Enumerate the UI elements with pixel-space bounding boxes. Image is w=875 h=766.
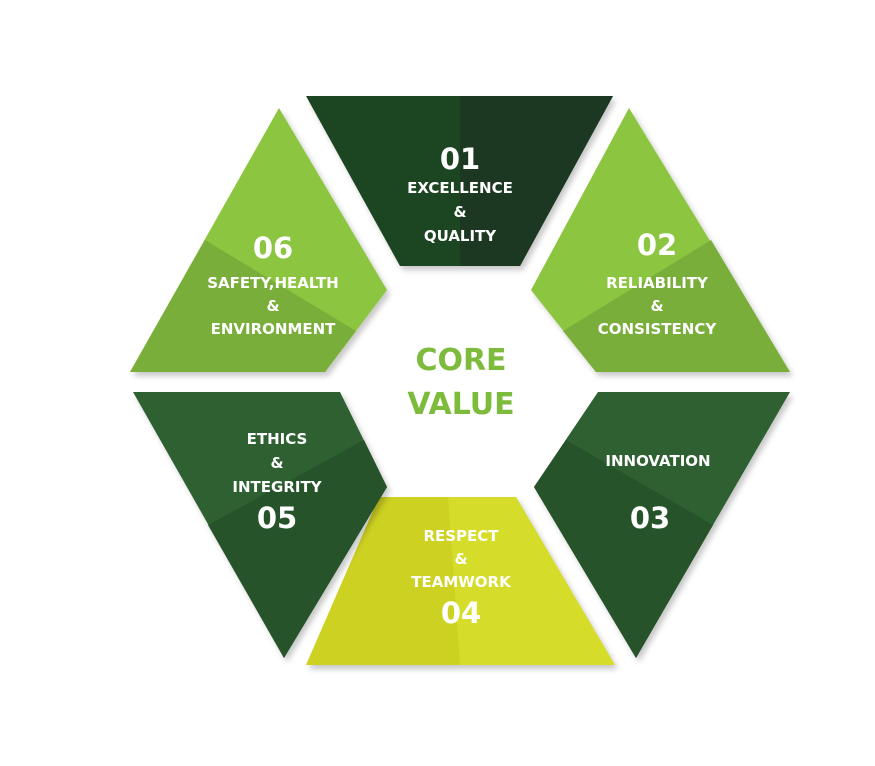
segment-05 (133, 392, 387, 658)
segment-05-label-line-2: & (270, 454, 283, 472)
segment-01 (306, 96, 613, 266)
core-title-line-1: CORE (415, 343, 506, 378)
segment-02 (531, 108, 790, 372)
segment-01-label-line-2: & (453, 203, 466, 221)
segment-03-label-line-1: INNOVATION (605, 452, 710, 470)
segment-01-shade (460, 96, 613, 266)
segment-06-shade (130, 240, 356, 372)
core-title-line-2: VALUE (407, 387, 514, 422)
segment-02-shade (563, 240, 790, 372)
segment-06-number: 06 (253, 231, 293, 265)
segment-05-label-line-1: ETHICS (247, 430, 308, 448)
segment-06 (130, 108, 387, 372)
segment-03-number: 03 (630, 501, 670, 535)
segment-01-label-line-3: QUALITY (424, 227, 497, 245)
segment-06-label-line-1: SAFETY,HEALTH (207, 274, 338, 292)
segment-04-label-line-2: & (454, 550, 467, 568)
segment-02-number: 02 (637, 228, 677, 262)
segment-02-label-line-1: RELIABILITY (606, 274, 709, 292)
segment-06-label-line-3: ENVIRONMENT (211, 320, 337, 338)
segment-04-label-line-1: RESPECT (423, 527, 499, 545)
segment-04-number: 04 (441, 596, 481, 630)
segment-02-label-line-2: & (650, 297, 663, 315)
segment-04-shade (448, 497, 615, 665)
segment-03 (534, 392, 790, 658)
segment-05-shade (208, 440, 387, 658)
segment-01-number: 01 (440, 142, 480, 176)
segment-05-number: 05 (257, 501, 297, 535)
segment-06-label-line-2: & (266, 297, 279, 315)
segment-05-label-line-3: INTEGRITY (232, 478, 322, 496)
segment-02-label-line-3: CONSISTENCY (598, 320, 718, 338)
segment-04-label-line-3: TEAMWORK (411, 573, 512, 591)
segment-04 (306, 497, 615, 665)
segment-03-shade (534, 440, 713, 658)
segment-01-label-line-1: EXCELLENCE (407, 179, 513, 197)
